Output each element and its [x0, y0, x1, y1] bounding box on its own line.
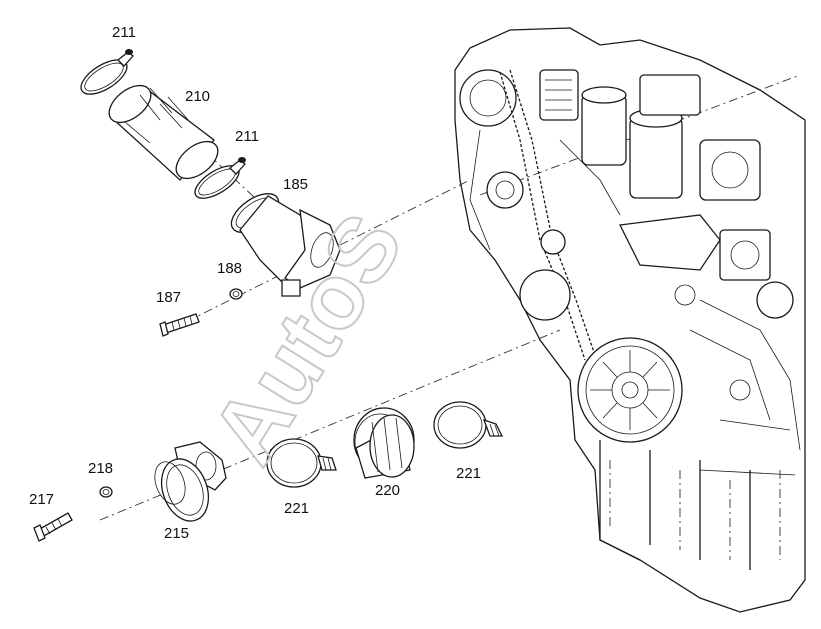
callout-211-lower: 211 — [235, 128, 259, 145]
bolt-187 — [159, 313, 200, 337]
callout-221-left: 221 — [284, 500, 309, 517]
callout-220: 220 — [375, 482, 400, 499]
callout-210: 210 — [185, 88, 210, 105]
clamp-211-lower — [194, 157, 246, 199]
callout-211-top: 211 — [112, 24, 136, 41]
callout-187: 187 — [156, 289, 181, 306]
washer-188 — [229, 288, 243, 300]
callout-215: 215 — [164, 525, 189, 542]
callout-218: 218 — [88, 460, 113, 477]
engine-canister-1 — [581, 94, 627, 166]
callout-221-right: 221 — [456, 465, 481, 482]
engine-block-drawing — [454, 27, 806, 613]
crankshaft-pulley — [577, 337, 683, 443]
engine-canister-2 — [629, 117, 683, 199]
idler-pulley — [486, 171, 524, 209]
flange-215 — [154, 441, 227, 522]
timing-belt — [499, 71, 586, 361]
clamp-221-right — [433, 401, 504, 449]
callout-185: 185 — [283, 176, 308, 193]
hose-210 — [108, 84, 219, 181]
bolt-217 — [33, 512, 73, 542]
top-pulley — [459, 69, 517, 127]
washer-218 — [99, 486, 113, 498]
clamp-221-left — [266, 438, 337, 488]
clamp-211-top — [80, 49, 134, 95]
callout-188: 188 — [217, 260, 242, 277]
hose-220 — [353, 407, 415, 479]
callout-217: 217 — [29, 491, 54, 508]
tensioner-pulley — [540, 229, 566, 255]
elbow-185 — [230, 193, 341, 297]
